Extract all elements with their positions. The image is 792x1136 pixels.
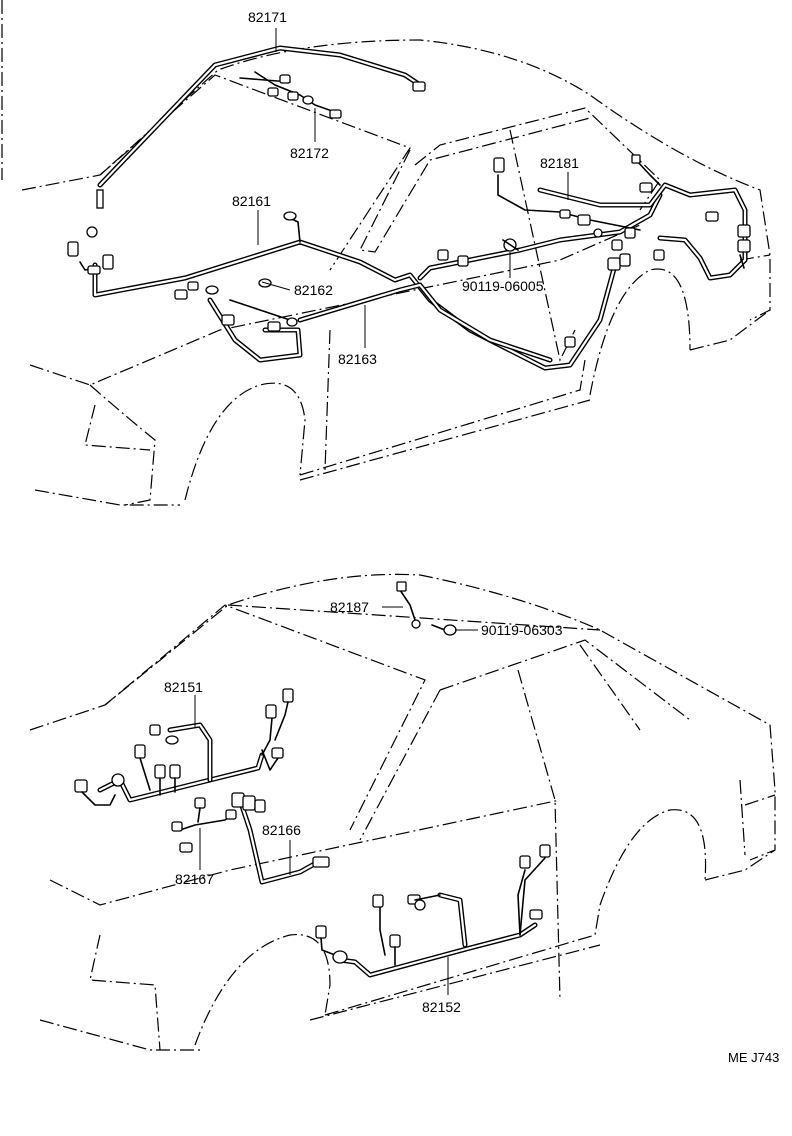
figure-code: ME J743: [728, 1050, 779, 1065]
harness-82187: [396, 581, 421, 629]
harness-82172: [254, 71, 342, 119]
clip-90119-06303: [431, 624, 457, 636]
part-label-82172: 82172: [290, 145, 329, 161]
harness-82171: [96, 45, 426, 209]
part-label-82171: 82171: [248, 9, 287, 25]
clip-90119-06005: [502, 238, 519, 252]
harness-82151: [74, 688, 294, 806]
harness-82167: [171, 797, 237, 853]
part-label-82151: 82151: [164, 679, 203, 695]
lower-car-body: [29, 573, 776, 1051]
harness-82181: [493, 154, 751, 281]
part-label-82161: 82161: [232, 193, 271, 209]
harness-82152: [315, 844, 551, 978]
part-label-90119-06303: 90119-06303: [481, 622, 563, 638]
part-label-82166: 82166: [262, 822, 301, 838]
part-label-82163: 82163: [338, 351, 377, 367]
part-label-90119-06005: 90119-06005: [462, 278, 544, 294]
part-label-82181: 82181: [540, 155, 579, 171]
part-label-82167: 82167: [175, 871, 214, 887]
harness-82166: [231, 792, 330, 885]
leader-82162: [261, 281, 291, 291]
part-label-82152: 82152: [422, 999, 461, 1015]
harness-82161-82163: [67, 192, 663, 371]
upper-car-body: [21, 39, 771, 506]
part-label-82162: 82162: [294, 282, 333, 298]
part-label-82187: 82187: [330, 599, 369, 615]
